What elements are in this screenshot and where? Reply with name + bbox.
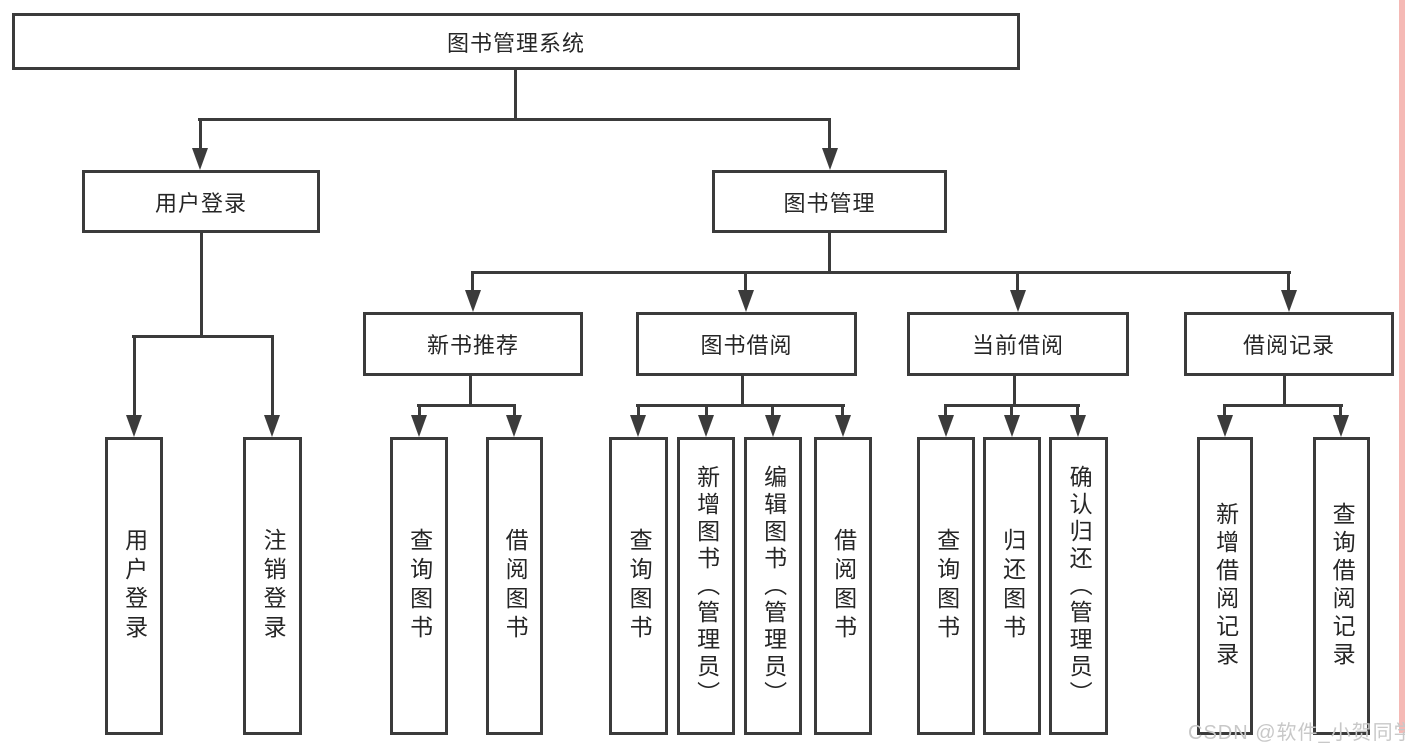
node-borrow-records: 借阅记录 [1184, 312, 1394, 376]
connector-userlogin-branch [132, 335, 274, 338]
arrowhead-bb-borrow [835, 415, 851, 437]
node-user-login: 用户登录 [82, 170, 320, 233]
arrowhead-user-login [192, 148, 208, 170]
arrowhead-leaf-user-login [126, 415, 142, 437]
right-edge-strip [1399, 0, 1405, 733]
connector-newbook-drop [469, 374, 472, 407]
connector-bookmgmt-drop [828, 231, 831, 273]
connector-newbook-stem2 [513, 404, 516, 418]
connector-borrow-branch [636, 404, 845, 407]
arrowhead-current-borrow [1010, 290, 1026, 312]
leaf-user-login: 用户登录 [105, 437, 163, 735]
node-current-borrow: 当前借阅 [907, 312, 1129, 376]
arrowhead-cb-query [938, 415, 954, 437]
arrowhead-borrow-records [1281, 290, 1297, 312]
leaf-logout: 注销登录 [243, 437, 302, 735]
arrowhead-cb-return [1004, 415, 1020, 437]
arrowhead-cb-confirm [1070, 415, 1086, 437]
node-root: 图书管理系统 [12, 13, 1020, 70]
leaf-records-query: 查询借阅记录 [1313, 437, 1370, 735]
arrowhead-bb-add [698, 415, 714, 437]
connector-borrow-stem4 [841, 404, 844, 418]
connector-userlogin-stem2 [271, 335, 274, 419]
leaf-newbook-query: 查询图书 [390, 437, 448, 735]
connector-root-drop [514, 70, 517, 120]
arrowhead-br-add [1217, 415, 1233, 437]
leaf-borrow-borrow: 借阅图书 [814, 437, 872, 735]
connector-l3-stem3 [1016, 271, 1019, 293]
connector-l3-stem4 [1287, 271, 1290, 293]
connector-records-stem2 [1339, 404, 1342, 418]
leaf-current-query: 查询图书 [917, 437, 975, 735]
arrowhead-nb-borrow [506, 415, 522, 437]
arrowhead-new-book-recommend [465, 290, 481, 312]
connector-l1-stem-left [199, 118, 202, 152]
leaf-borrow-edit-admin: 编辑图书（管理员） [744, 437, 802, 735]
connector-userlogin-drop [200, 231, 203, 337]
connector-borrow-stem1 [637, 404, 640, 418]
connector-newbook-branch [417, 404, 516, 407]
leaf-current-confirm-admin: 确认归还（管理员） [1049, 437, 1108, 735]
arrowhead-bb-query [630, 415, 646, 437]
arrowhead-book-borrow [738, 290, 754, 312]
connector-records-stem1 [1223, 404, 1226, 418]
leaf-borrow-add-admin: 新增图书（管理员） [677, 437, 735, 735]
leaf-borrow-query: 查询图书 [609, 437, 668, 735]
node-book-borrow: 图书借阅 [636, 312, 857, 376]
connector-l3-stem1 [471, 271, 474, 293]
connector-current-stem2 [1010, 404, 1013, 418]
connector-records-branch [1223, 404, 1343, 407]
arrowhead-br-query [1333, 415, 1349, 437]
connector-current-stem1 [944, 404, 947, 418]
connector-borrow-stem3 [771, 404, 774, 418]
connector-l1-stem-right [828, 118, 831, 152]
connector-l1-branch [198, 118, 831, 121]
connector-current-stem3 [1076, 404, 1079, 418]
connector-userlogin-stem1 [133, 335, 136, 419]
arrowhead-bb-edit [765, 415, 781, 437]
leaf-newbook-borrow: 借阅图书 [486, 437, 543, 735]
connector-current-drop [1013, 374, 1016, 407]
arrowhead-nb-query [411, 415, 427, 437]
csdn-watermark: CSDN @软件_小贺同学 [1188, 722, 1405, 744]
node-book-management: 图书管理 [712, 170, 947, 233]
connector-l3-stem2 [744, 271, 747, 293]
connector-records-drop [1283, 374, 1286, 407]
node-new-book-recommend: 新书推荐 [363, 312, 583, 376]
connector-borrow-drop [741, 374, 744, 407]
connector-borrow-stem2 [705, 404, 708, 418]
leaf-current-return: 归还图书 [983, 437, 1041, 735]
arrowhead-leaf-logout [264, 415, 280, 437]
leaf-records-add: 新增借阅记录 [1197, 437, 1253, 735]
connector-newbook-stem1 [418, 404, 421, 418]
arrowhead-book-management [822, 148, 838, 170]
connector-l3-branch [471, 271, 1291, 274]
